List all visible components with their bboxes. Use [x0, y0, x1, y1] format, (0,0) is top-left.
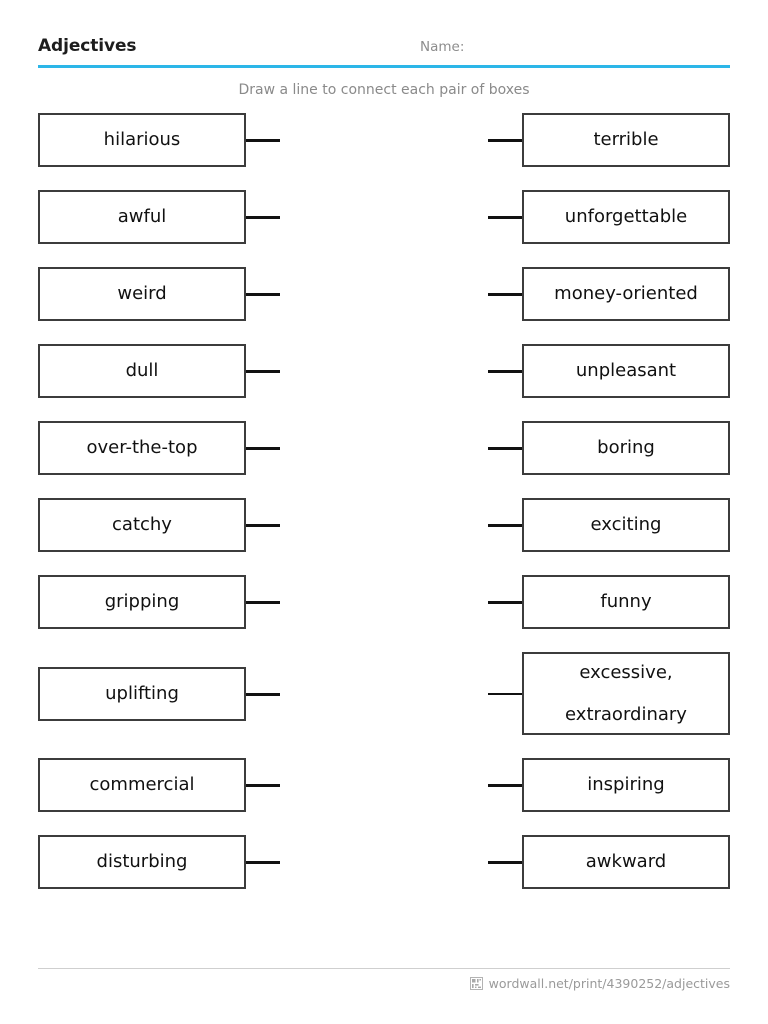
footer-divider	[38, 968, 730, 969]
match-box-right[interactable]: money-oriented	[522, 267, 730, 321]
match-box-left[interactable]: commercial	[38, 758, 246, 812]
match-row: commercial inspiring	[0, 758, 768, 812]
match-row: uplifting excessive,extraordinary	[0, 652, 768, 735]
match-box-right[interactable]: boring	[522, 421, 730, 475]
match-box-left[interactable]: hilarious	[38, 113, 246, 167]
connector-stub-left[interactable]	[246, 447, 280, 450]
match-box-right[interactable]: awkward	[522, 835, 730, 889]
match-box-right[interactable]: exciting	[522, 498, 730, 552]
instruction-text: Draw a line to connect each pair of boxe…	[238, 82, 530, 98]
name-field-label: Name:	[420, 39, 465, 55]
connector-stub-left[interactable]	[246, 216, 280, 219]
connector-stub-left[interactable]	[246, 861, 280, 864]
match-row: over-the-top boring	[0, 421, 768, 475]
connector-stub-right[interactable]	[488, 447, 522, 450]
connector-stub-right[interactable]	[488, 370, 522, 373]
match-box-left[interactable]: gripping	[38, 575, 246, 629]
match-box-left[interactable]: over-the-top	[38, 421, 246, 475]
match-row: catchy exciting	[0, 498, 768, 552]
match-box-right[interactable]: inspiring	[522, 758, 730, 812]
match-box-right[interactable]: unforgettable	[522, 190, 730, 244]
matching-area: hilarious terrible awful unforgettable weird…	[0, 113, 768, 912]
match-box-left[interactable]: weird	[38, 267, 246, 321]
connector-stub-left[interactable]	[246, 784, 280, 787]
connector-stub-left[interactable]	[246, 139, 280, 142]
connector-stub-right[interactable]	[488, 861, 522, 864]
connector-stub-left[interactable]	[246, 370, 280, 373]
page-title: Adjectives	[38, 36, 137, 56]
connector-stub-left[interactable]	[246, 293, 280, 296]
connector-stub-right[interactable]	[488, 139, 522, 142]
match-box-right[interactable]: excessive,extraordinary	[522, 652, 730, 735]
match-box-left[interactable]: awful	[38, 190, 246, 244]
match-row: awful unforgettable	[0, 190, 768, 244]
connector-stub-right[interactable]	[488, 601, 522, 604]
match-row: hilarious terrible	[0, 113, 768, 167]
connector-stub-left[interactable]	[246, 692, 280, 696]
header-divider	[38, 65, 730, 68]
match-box-left[interactable]: disturbing	[38, 835, 246, 889]
connector-stub-right[interactable]	[488, 293, 522, 296]
connector-stub-left[interactable]	[246, 524, 280, 527]
connector-stub-right[interactable]	[488, 524, 522, 527]
match-box-left[interactable]: uplifting	[38, 666, 246, 721]
worksheet-header: Adjectives Name:	[38, 36, 730, 70]
match-box-left[interactable]: catchy	[38, 498, 246, 552]
match-box-right[interactable]: terrible	[522, 113, 730, 167]
match-box-left[interactable]: dull	[38, 344, 246, 398]
match-row: disturbing awkward	[0, 835, 768, 889]
connector-stub-right[interactable]	[488, 784, 522, 787]
match-box-right[interactable]: funny	[522, 575, 730, 629]
match-row: weird money-oriented	[0, 267, 768, 321]
match-box-right[interactable]: unpleasant	[522, 344, 730, 398]
match-row: dull unpleasant	[0, 344, 768, 398]
connector-stub-right[interactable]	[488, 692, 522, 695]
wordwall-grid-icon	[469, 977, 483, 990]
match-row: gripping funny	[0, 575, 768, 629]
connector-stub-left[interactable]	[246, 601, 280, 604]
footer: wordwall.net/print/4390252/adjectives	[469, 976, 730, 991]
connector-stub-right[interactable]	[488, 216, 522, 219]
footer-url: wordwall.net/print/4390252/adjectives	[488, 976, 730, 991]
